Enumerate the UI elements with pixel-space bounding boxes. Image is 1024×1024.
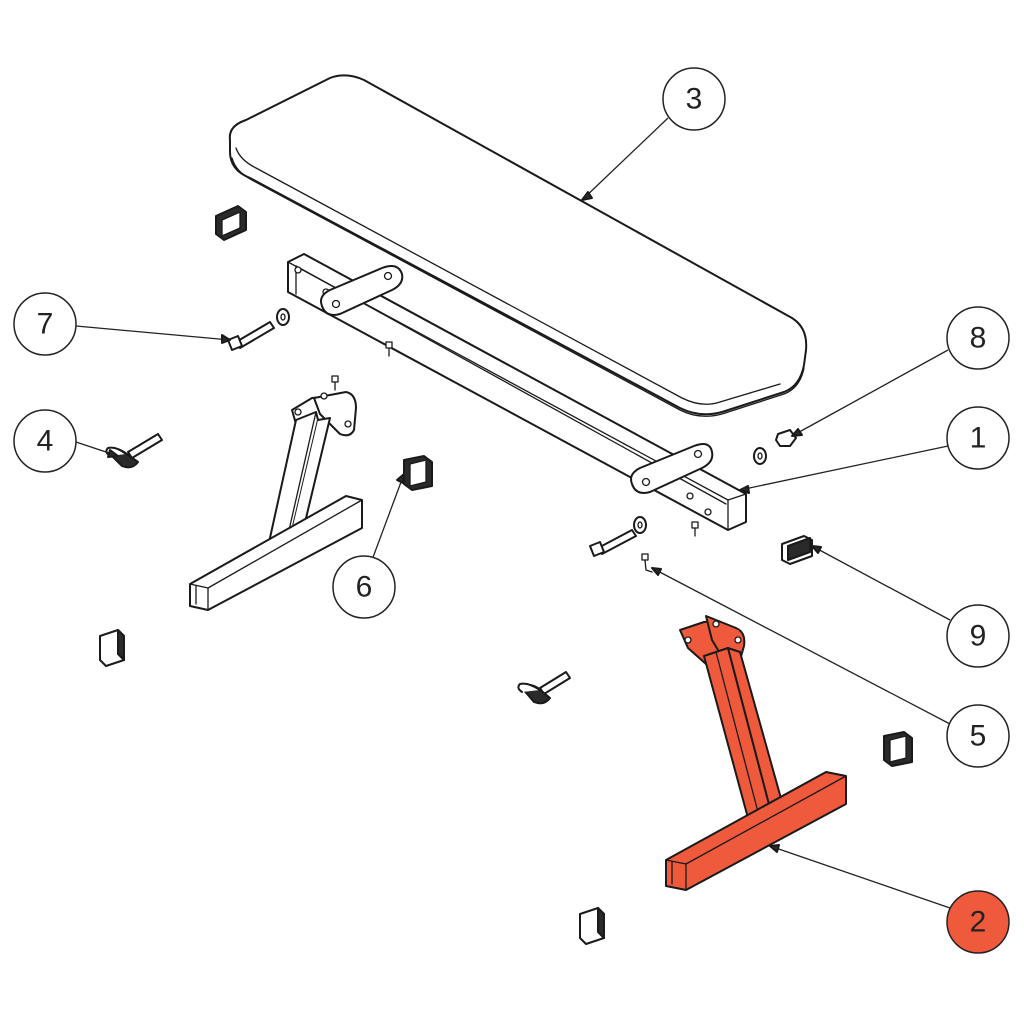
bolt xyxy=(227,308,290,351)
bolt xyxy=(589,516,647,557)
svg-text:2: 2 xyxy=(970,906,987,939)
square-end-cap xyxy=(883,731,913,767)
leader-lines xyxy=(75,117,951,909)
rectangular-end-cap xyxy=(781,535,813,565)
screw xyxy=(691,521,699,537)
main-beam xyxy=(287,253,747,531)
svg-text:5: 5 xyxy=(970,720,987,753)
square-end-cap xyxy=(579,907,605,945)
screw xyxy=(385,341,393,357)
callout-1: 1 xyxy=(946,406,1010,470)
square-end-cap xyxy=(99,629,125,667)
knob-bolt xyxy=(105,433,163,469)
seat-pad xyxy=(228,74,808,417)
callout-2: 2 xyxy=(946,890,1010,954)
svg-text:8: 8 xyxy=(970,322,987,355)
callout-7: 7 xyxy=(13,292,77,356)
callout-5: 5 xyxy=(946,704,1010,768)
svg-text:3: 3 xyxy=(686,83,703,116)
callout-3: 3 xyxy=(662,67,726,131)
screw xyxy=(641,553,653,573)
svg-text:1: 1 xyxy=(970,422,987,455)
svg-text:4: 4 xyxy=(37,425,54,458)
callout-9: 9 xyxy=(946,604,1010,668)
screw xyxy=(331,375,339,391)
rectangular-end-cap xyxy=(215,205,247,241)
knob-bolt xyxy=(517,671,571,705)
callout-4: 4 xyxy=(13,409,77,473)
rear-leg xyxy=(665,615,847,891)
svg-text:7: 7 xyxy=(37,308,54,341)
nut xyxy=(753,429,797,465)
square-end-cap xyxy=(403,455,433,491)
callout-6: 6 xyxy=(332,555,396,619)
callout-8: 8 xyxy=(946,306,1010,370)
svg-text:9: 9 xyxy=(970,620,987,653)
svg-text:6: 6 xyxy=(356,571,373,604)
front-leg xyxy=(189,391,363,611)
